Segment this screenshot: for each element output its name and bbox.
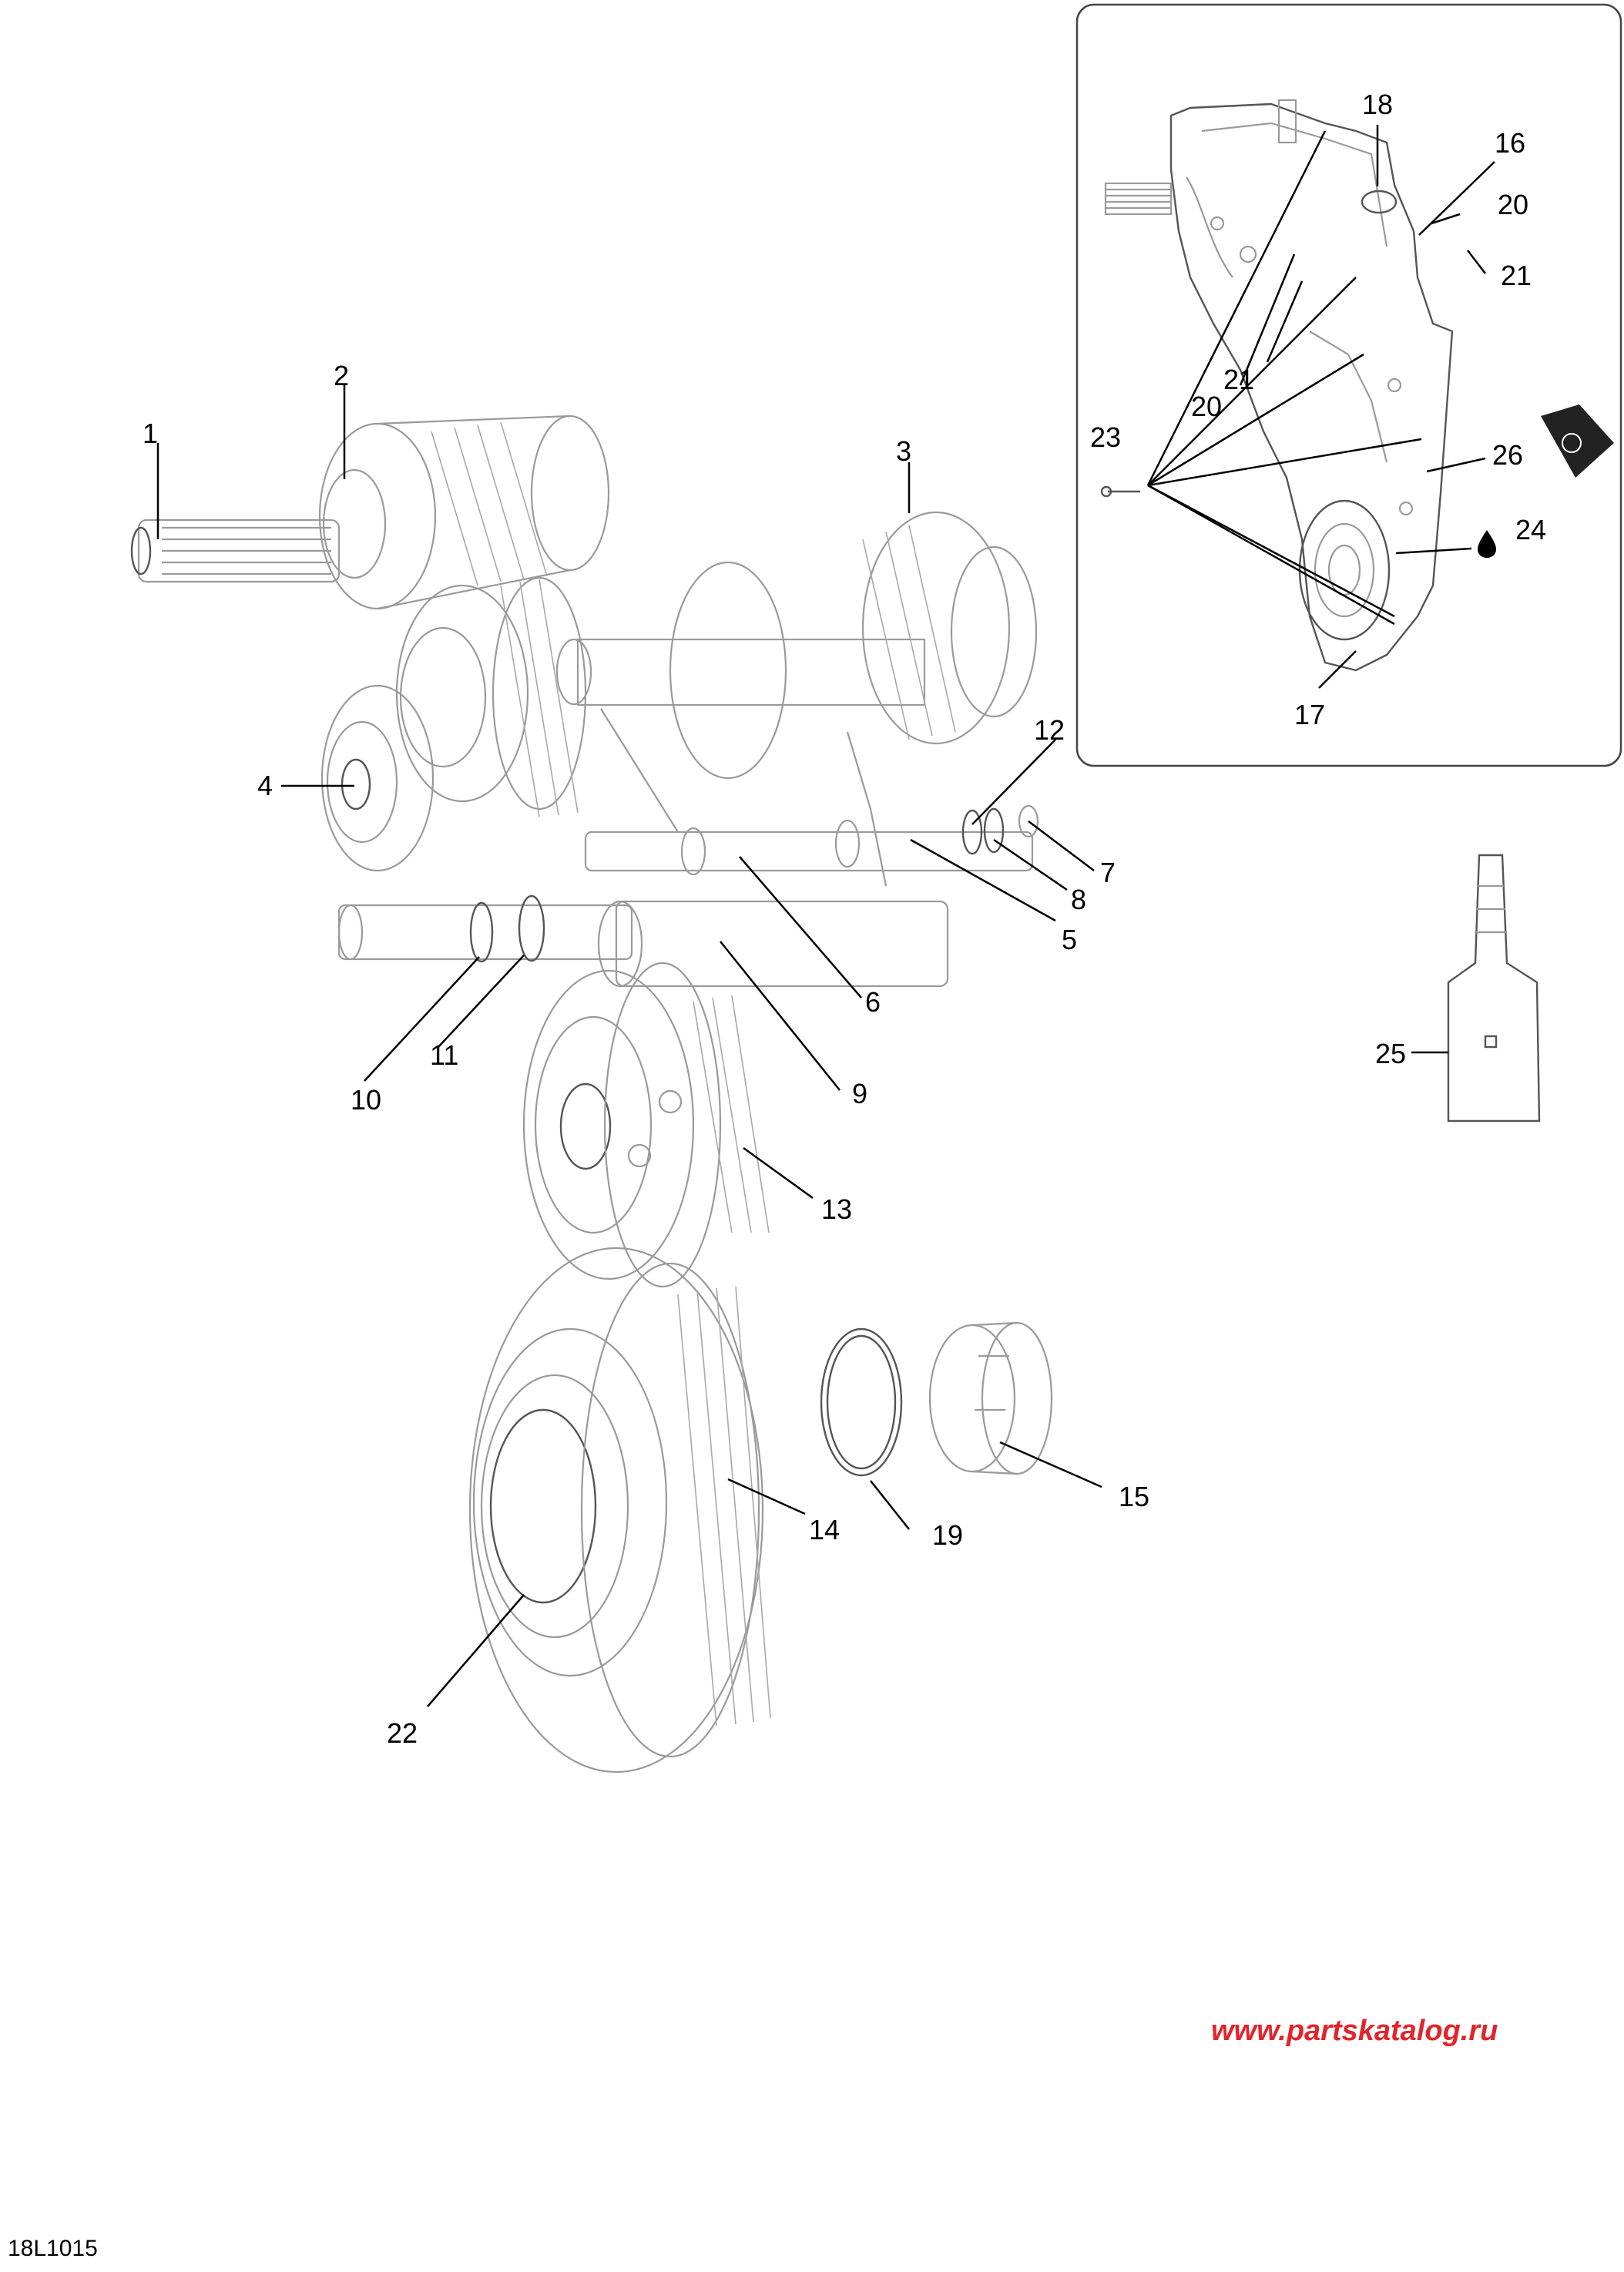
callout-19: 19 (932, 1519, 963, 1551)
countershaft-gear-drawing (555, 511, 1038, 780)
callout-8: 8 (1071, 884, 1086, 915)
inset-callouts: 18 16 20 21 21 20 23 26 24 17 (1090, 89, 1546, 730)
callout-22: 22 (387, 1717, 418, 1749)
callout-21-upper: 21 (1501, 260, 1532, 291)
inset-frame (1075, 3, 1622, 767)
o-ring-drawing (820, 1327, 903, 1477)
splined-shaft-drawing (130, 518, 341, 583)
callout-16: 16 (1495, 127, 1525, 159)
callout-13: 13 (821, 1193, 852, 1225)
transfer-case-housing-drawing (1104, 99, 1454, 672)
output-shaft-drawing (337, 894, 949, 988)
diagram-code: 18L1015 (8, 2236, 98, 2261)
callout-21-lower: 21 (1223, 364, 1254, 395)
callout-17: 17 (1294, 699, 1325, 730)
lubricant-bottle-drawing (1447, 854, 1541, 1123)
callout-12: 12 (1034, 714, 1065, 746)
callout-2: 2 (334, 360, 349, 391)
callout-14: 14 (809, 1514, 840, 1545)
callout-15: 15 (1119, 1481, 1149, 1512)
callout-24: 24 (1515, 514, 1546, 545)
bearing-drawing (320, 684, 435, 872)
sleeve-drawing (928, 1321, 1053, 1475)
callout-10: 10 (351, 1084, 381, 1116)
callout-4: 4 (257, 770, 273, 801)
main-callouts: 1 2 3 4 5 6 7 8 9 10 11 12 13 14 15 19 2… (143, 360, 1406, 1749)
tag-emblem-icon (1562, 433, 1582, 453)
callout-20-upper: 20 (1498, 189, 1528, 220)
main-leader-lines (156, 385, 1448, 1707)
cluster-gear-drawing (395, 576, 587, 817)
callout-25: 25 (1375, 1038, 1406, 1069)
input-gear-drawing (318, 414, 610, 610)
watermark-link[interactable]: www.partskatalog.ru (1211, 2015, 1498, 2047)
gear-train-drawing (130, 414, 1541, 1774)
callout-1: 1 (143, 418, 158, 449)
driven-gear-drawing (522, 961, 770, 1288)
callout-20-lower: 20 (1191, 391, 1222, 422)
oil-drop-icon (1478, 530, 1496, 558)
inset-panel (1075, 3, 1622, 767)
large-gear-drawing (468, 1247, 771, 1774)
shift-rail-drawing (584, 708, 1039, 887)
callout-18: 18 (1362, 89, 1393, 120)
label-tag-icon (1541, 404, 1614, 478)
callout-11: 11 (430, 1039, 458, 1071)
bolt-drawing (1100, 485, 1140, 498)
callout-26: 26 (1492, 439, 1523, 471)
callout-6: 6 (865, 986, 881, 1018)
callout-3: 3 (896, 435, 911, 467)
callout-23: 23 (1090, 421, 1121, 453)
callout-7: 7 (1100, 857, 1116, 888)
inset-leader-lines (1146, 125, 1495, 689)
callout-9: 9 (852, 1078, 867, 1109)
callout-5: 5 (1062, 924, 1077, 955)
